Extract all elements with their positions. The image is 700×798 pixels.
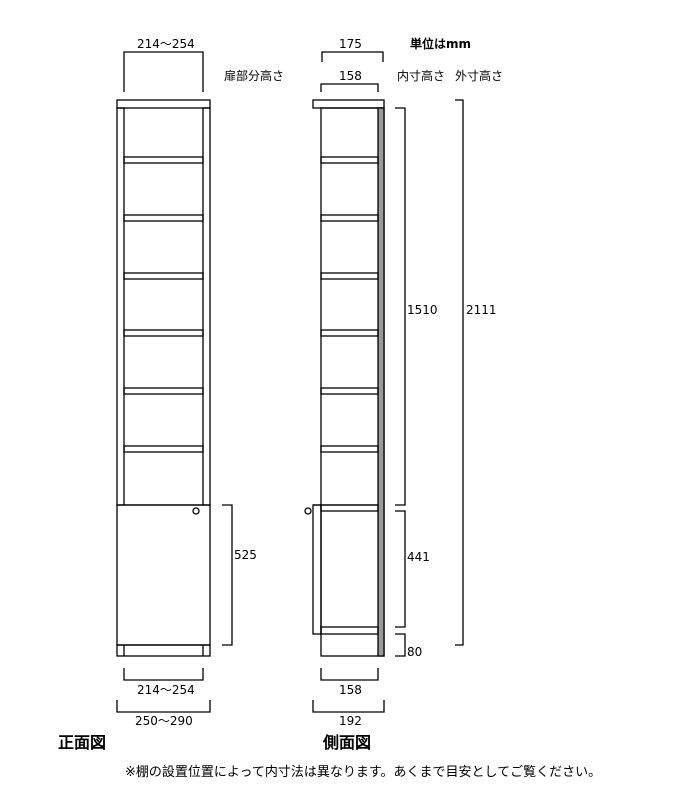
front-top-board — [116, 99, 211, 109]
units-label: 単位はmm — [410, 37, 472, 51]
front-outer-width: 250〜290 — [135, 714, 193, 728]
front-top-width: 214〜254 — [137, 37, 195, 51]
side-inner-height-lower: 441 — [407, 550, 430, 564]
side-plinth-height: 80 — [407, 645, 423, 659]
side-door-knob — [304, 507, 312, 515]
side-shelf — [320, 387, 379, 395]
front-outer-width-bracket — [116, 700, 211, 713]
front-door-height-bracket — [222, 504, 233, 646]
outer-height-header: 外寸高さ — [455, 69, 504, 83]
side-bottom-inner-bracket — [320, 668, 379, 681]
side-back-panel — [377, 107, 385, 657]
front-view-title: 正面図 — [58, 733, 107, 752]
side-top-depth-bracket — [321, 51, 384, 62]
front-shelf — [123, 214, 204, 222]
side-shelf — [320, 329, 379, 337]
side-bottom-inner-depth: 158 — [339, 683, 362, 697]
side-inner-depth-bracket — [320, 83, 379, 92]
side-body — [320, 107, 385, 657]
side-lower-top — [320, 504, 379, 512]
side-inner-lower-bracket — [395, 510, 406, 628]
front-plinth-posts — [123, 645, 204, 656]
side-shelf — [320, 445, 379, 453]
side-inner-top-depth: 158 — [339, 69, 362, 83]
side-door — [312, 504, 322, 635]
front-inner-width-bracket — [123, 668, 204, 681]
side-plinth-bracket — [395, 633, 406, 657]
side-bottom-outer-bracket — [312, 700, 385, 713]
inner-height-header: 内寸高さ — [397, 69, 446, 83]
side-inner-height-upper: 1510 — [407, 303, 438, 317]
front-shelf — [123, 156, 204, 164]
side-shelf — [320, 214, 379, 222]
side-shelf — [320, 156, 379, 164]
front-left-side — [116, 107, 125, 506]
side-top-depth: 175 — [339, 37, 362, 51]
front-right-side — [202, 107, 211, 506]
side-view-title: 側面図 — [323, 733, 372, 752]
side-inner-upper-bracket — [395, 107, 406, 506]
side-outer-height: 2111 — [466, 303, 497, 317]
front-door-height: 525 — [234, 548, 257, 562]
front-shelf — [123, 272, 204, 280]
side-bottom-outer-depth: 192 — [339, 714, 362, 728]
side-shelf — [320, 272, 379, 280]
side-bottom-shelf — [320, 626, 379, 635]
side-outer-height-bracket — [455, 99, 464, 646]
front-door — [116, 504, 211, 646]
door-height-header: 扉部分高さ — [224, 69, 285, 83]
front-top-width-bracket — [123, 51, 204, 92]
front-shelf — [123, 445, 204, 453]
note-text: ※棚の設置位置によって内寸法は異なります。あくまで目安としてご覧ください。 — [125, 765, 602, 780]
front-shelf — [123, 387, 204, 395]
front-inner-width: 214〜254 — [137, 683, 195, 697]
side-top-board — [312, 99, 385, 109]
front-door-knob — [192, 507, 200, 515]
front-plinth — [116, 644, 211, 657]
front-shelf — [123, 329, 204, 337]
